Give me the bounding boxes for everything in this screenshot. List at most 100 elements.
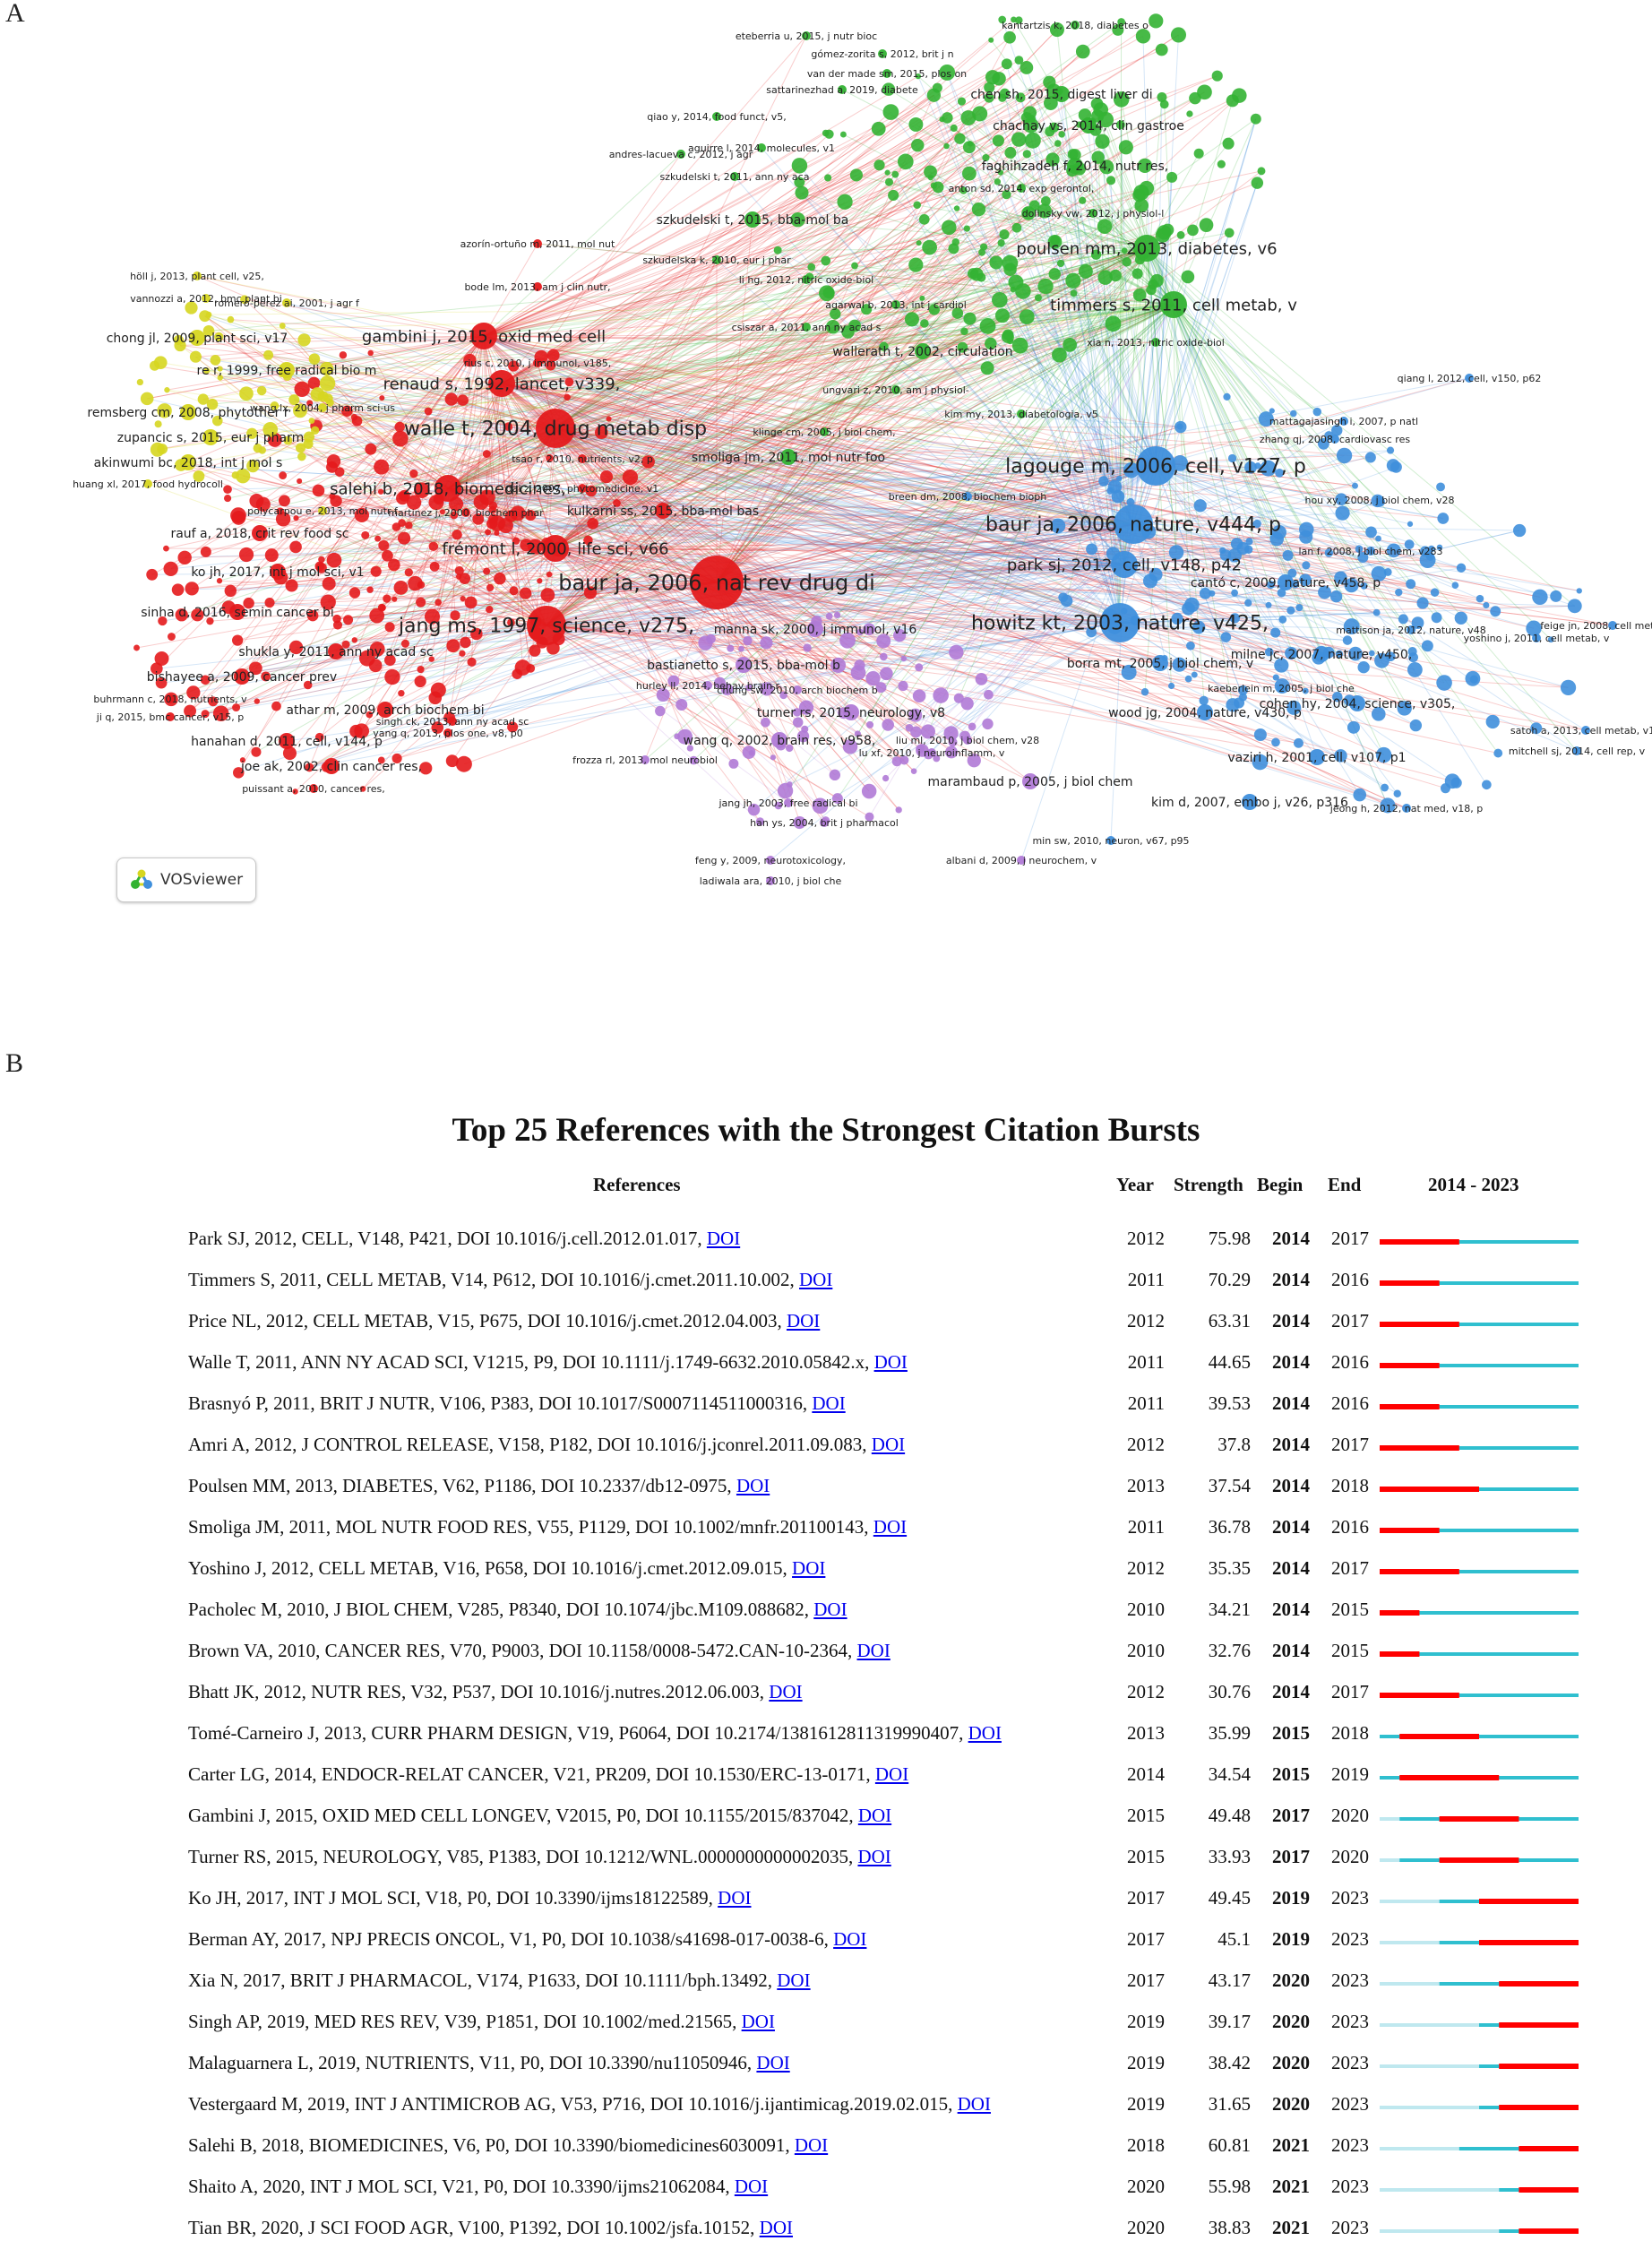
network-node: [830, 770, 840, 780]
doi-link[interactable]: DOI: [874, 1351, 908, 1373]
network-node: [225, 585, 237, 597]
network-node-label: poulsen mm, 2013, diabetes, v6: [1016, 239, 1277, 258]
network-node: [1197, 84, 1212, 99]
cell-begin: 2014: [1263, 1351, 1310, 1374]
network-node: [1452, 582, 1459, 589]
doi-link[interactable]: DOI: [858, 1805, 891, 1826]
doi-link[interactable]: DOI: [799, 1269, 832, 1290]
network-node: [1394, 789, 1401, 797]
network-node: [155, 651, 169, 666]
network-node: [1194, 149, 1204, 159]
network-node: [1025, 133, 1041, 149]
doi-link[interactable]: DOI: [769, 1681, 802, 1702]
doi-link[interactable]: DOI: [742, 2011, 775, 2032]
network-node: [1390, 461, 1402, 473]
doi-link[interactable]: DOI: [792, 1557, 825, 1579]
doi-link[interactable]: DOI: [795, 2134, 828, 2156]
burst-row: Timmers S, 2011, CELL METAB, V14, P612, …: [0, 1269, 1652, 1310]
network-node: [943, 143, 950, 150]
doi-link[interactable]: DOI: [812, 1392, 845, 1414]
network-node-label: min sw, 2010, neuron, v67, p95: [1032, 835, 1189, 847]
reference-citation: Singh AP, 2019, MED RES REV, V39, P1851,…: [188, 2011, 742, 2032]
network-node: [1283, 550, 1294, 561]
cell-strength: 38.83: [1183, 2217, 1251, 2239]
network-node-label: joe ak, 2002, clin cancer res,: [240, 760, 422, 774]
doi-link[interactable]: DOI: [736, 1475, 770, 1496]
timeline-pre-publication: [1380, 1900, 1440, 1903]
network-node: [546, 572, 553, 578]
network-node: [257, 386, 267, 396]
network-node: [778, 783, 793, 798]
cell-begin: 2014: [1263, 1434, 1310, 1456]
doi-link[interactable]: DOI: [968, 1722, 1002, 1744]
reference-text: Poulsen MM, 2013, DIABETES, V62, P1186, …: [188, 1475, 770, 1497]
cell-strength: 49.48: [1183, 1805, 1251, 1827]
doi-link[interactable]: DOI: [872, 1434, 905, 1455]
network-node: [408, 576, 423, 591]
network-node-label: jang ms, 1997, science, v275,: [398, 616, 694, 638]
cell-year: 2019: [1116, 2052, 1165, 2074]
network-node: [405, 521, 413, 530]
doi-link[interactable]: DOI: [873, 1516, 907, 1538]
network-node: [1493, 749, 1502, 758]
network-node: [1337, 448, 1352, 463]
network-node: [279, 471, 287, 479]
cell-year: 2017: [1116, 1928, 1165, 1951]
cell-end: 2020: [1322, 1805, 1369, 1827]
burst-row: Bhatt JK, 2012, NUTR RES, V32, P537, DOI…: [0, 1681, 1652, 1722]
cell-strength: 38.42: [1183, 2052, 1251, 2074]
network-node: [1020, 61, 1033, 74]
network-node: [1002, 331, 1014, 343]
network-node: [826, 613, 833, 620]
cell-begin: 2020: [1263, 2093, 1310, 2116]
network-node: [254, 698, 260, 703]
network-node: [872, 122, 886, 136]
burst-timeline: [1380, 1889, 1586, 1907]
doi-link[interactable]: DOI: [707, 1228, 740, 1249]
cell-year: 2012: [1116, 1310, 1165, 1332]
burst-timeline: [1380, 2177, 1586, 2195]
doi-link[interactable]: DOI: [958, 2093, 991, 2115]
timeline-pre-publication: [1380, 2106, 1479, 2109]
doi-link[interactable]: DOI: [857, 1640, 891, 1661]
doi-link[interactable]: DOI: [756, 2052, 789, 2073]
doi-link[interactable]: DOI: [813, 1599, 847, 1620]
doi-link[interactable]: DOI: [777, 1969, 810, 1991]
network-node: [172, 583, 185, 596]
network-node: [1365, 526, 1377, 538]
network-node: [392, 522, 401, 531]
network-node-label: sinha d, 2016, semin cancer bi: [141, 606, 333, 620]
network-node: [456, 573, 461, 579]
network-node: [483, 568, 490, 575]
network-node: [1254, 728, 1267, 741]
vosviewer-logo-icon: [130, 868, 153, 892]
network-node: [972, 203, 985, 216]
network-node: [922, 240, 937, 255]
network-node: [1225, 228, 1235, 237]
cell-end: 2023: [1322, 2093, 1369, 2116]
network-node: [1483, 602, 1489, 608]
network-node: [988, 38, 994, 43]
network-node: [1106, 315, 1122, 332]
cell-end: 2023: [1322, 2011, 1369, 2033]
network-node: [1035, 294, 1042, 301]
doi-link[interactable]: DOI: [718, 1887, 751, 1909]
network-node: [908, 117, 923, 132]
cell-begin: 2019: [1263, 1928, 1310, 1951]
network-node: [674, 733, 680, 739]
doi-link[interactable]: DOI: [760, 2217, 793, 2238]
burst-row: Vestergaard M, 2019, INT J ANTIMICROB AG…: [0, 2093, 1652, 2134]
doi-link[interactable]: DOI: [875, 1763, 908, 1785]
network-node-label: howitz kt, 2003, nature, v425,: [971, 613, 1269, 635]
network-node: [898, 681, 908, 691]
doi-link[interactable]: DOI: [857, 1846, 891, 1867]
network-node: [163, 546, 169, 552]
network-node: [1410, 720, 1422, 731]
doi-link[interactable]: DOI: [735, 2176, 768, 2197]
doi-link[interactable]: DOI: [833, 1928, 866, 1950]
network-node: [486, 584, 494, 591]
network-node-label: smoliga jm, 2011, mol nutr foo: [692, 451, 885, 465]
cell-strength: 60.81: [1183, 2134, 1251, 2157]
doi-link[interactable]: DOI: [787, 1310, 820, 1332]
vosviewer-badge[interactable]: VOSviewer: [116, 858, 256, 902]
